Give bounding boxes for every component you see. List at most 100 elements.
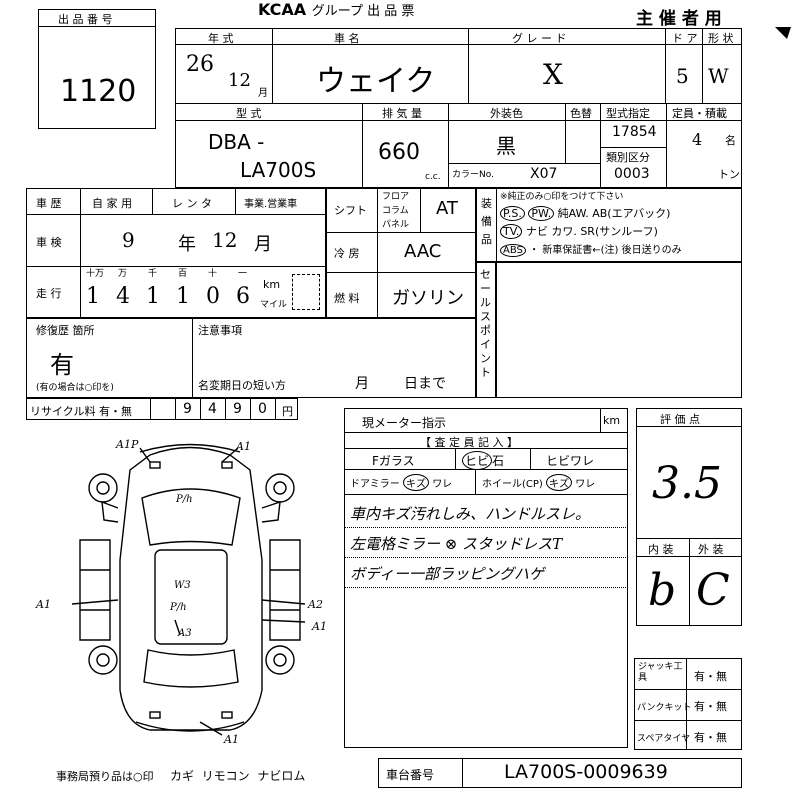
inspector-item-glass: Fガラス: [372, 454, 415, 468]
exterior-label: 外 装: [698, 543, 724, 556]
displacement-value: 660: [378, 140, 420, 165]
model-value: ウェイク: [316, 64, 436, 99]
damage-mark-ph-roof: P/h: [170, 602, 187, 613]
load-unit: トン: [718, 168, 740, 181]
tool-jack-value: 有・無: [694, 670, 727, 683]
inspection-year-unit: 年: [178, 234, 196, 255]
month-unit: 月: [258, 88, 268, 99]
fuel-label: 燃 料: [334, 292, 360, 305]
chassis-box: [378, 758, 742, 788]
damage-mark-a2-right: A2: [308, 598, 323, 611]
rating-score: 3.5: [652, 458, 722, 509]
history-block: [26, 188, 326, 318]
tool-jack-label: ジャッキ工具: [638, 662, 683, 683]
sales-point-label: セールスポイント: [480, 268, 491, 379]
equipment-block: [476, 188, 742, 262]
color-no: X07: [530, 166, 558, 182]
shift-option-panel: パネル: [382, 220, 410, 230]
shift-option-column: コラム: [382, 206, 409, 216]
shape-label: 形 状: [708, 32, 734, 45]
mileage-digits: 十万 万 千 百 十 一 1 4 1 1 0 6: [86, 269, 250, 309]
damage-mark-ph-hood: P/h: [176, 494, 193, 505]
model-label: 車 名: [334, 32, 360, 45]
tool-spare-value: 有・無: [694, 731, 727, 744]
mileage-unit-km: km: [263, 278, 281, 291]
spec-label: 型式指定: [606, 107, 650, 120]
tool-spare-label: スペアタイヤ: [637, 734, 691, 744]
type-label: 型 式: [236, 107, 262, 120]
equipment-label: 装備品: [481, 197, 492, 246]
color-label: 外装色: [490, 107, 523, 120]
inspector-wheel: ホイール(CP) キズ ワレ: [482, 474, 595, 491]
year-label: 年 式: [208, 32, 234, 45]
interior-label: 内 装: [648, 543, 674, 556]
damage-mark-w3: W3: [174, 580, 191, 591]
doors-label: ド ア: [672, 32, 698, 45]
inspection-month-unit: 月: [254, 234, 272, 255]
displacement-unit: c.c.: [425, 172, 441, 182]
inspector-comment-1: 車内キズ汚れしみ、ハンドルスレ。: [350, 505, 591, 523]
mileage-unit-mile: マイル: [260, 300, 288, 310]
year-value: 26: [186, 52, 214, 77]
tool-puncture-label: パンクキット: [637, 703, 692, 713]
repair-notes-block: [26, 318, 476, 398]
chassis-label: 車台番号: [386, 768, 435, 782]
inspector-mirror: ドアミラー キズ ワレ: [350, 474, 452, 491]
equipment-row-2: TV. ナビ カワ. SR(サンルーフ): [500, 223, 658, 239]
recycle-label: リサイクル料 有・無: [30, 405, 132, 418]
damage-mark-a3: A3: [178, 628, 192, 639]
damage-mark-a1-front: A1: [236, 440, 251, 453]
exhibit-number: 1120: [60, 74, 137, 109]
shift-option-floor: フロア: [382, 192, 410, 202]
meter-unit: km: [603, 414, 621, 427]
inspector-block: [344, 408, 628, 748]
tool-puncture-value: 有・無: [694, 700, 727, 713]
recycle-digit-2: 4: [208, 401, 217, 417]
shift-value: AT: [436, 198, 458, 219]
color-change-label: 色替: [570, 107, 592, 120]
drive-block: [326, 188, 476, 318]
office-items: カギ リモコン ナビロム: [170, 769, 306, 783]
inspector-comment-3: ボディー一部ラッピングハゲ: [350, 565, 544, 583]
recycle-digit-1: 9: [183, 401, 192, 417]
brand-logo: KCAA グループ 出 品 票: [258, 0, 415, 19]
month-value: 12: [228, 70, 251, 91]
inspection-month: 12: [212, 228, 238, 252]
vehicle-info-block: [175, 28, 742, 188]
equipment-row-1: P.S. PW. 純AW. AB(エアバック): [500, 205, 670, 221]
repair-note: (有の場合は○印を): [36, 383, 114, 393]
class-label: 類別区分: [606, 151, 650, 164]
ac-label: 冷 房: [334, 247, 360, 260]
recycle-digit-3: 9: [233, 401, 242, 417]
organizer-label: 主 催 者 用: [636, 9, 722, 29]
history-label: 車 歴: [36, 197, 62, 210]
damage-mark-a1-left: A1: [36, 598, 51, 611]
grade-label: グ レ ー ド: [512, 32, 567, 45]
doors-value: 5: [676, 64, 689, 88]
history-option-private: 自 家 用: [92, 197, 132, 210]
fuel-value: ガソリン: [392, 288, 464, 309]
color-value: 黒: [496, 134, 516, 158]
ac-value: AAC: [404, 241, 442, 262]
recycle-row: [26, 398, 298, 420]
corner-mark-icon: [775, 27, 791, 39]
damage-mark-a1-right: A1: [312, 620, 327, 633]
interior-grade: b: [648, 565, 677, 616]
inspector-item-crack: ヒビワレ: [546, 454, 595, 468]
class-no: 0003: [614, 166, 650, 182]
equipment-row-3: ABS ・ 新車保証書←(注) 後日送りのみ: [500, 241, 682, 257]
grade-value: X: [543, 58, 563, 91]
chassis-number: LA700S-0009639: [504, 761, 668, 783]
exterior-grade: C: [696, 565, 730, 616]
sales-point-column: [476, 262, 496, 398]
history-option-business: 事業.営業車: [244, 199, 298, 210]
mileage-dotted-box: [292, 274, 320, 310]
inspector-comment-2: 左電格ミラー ⊗ スタッドレスT: [350, 535, 563, 553]
recycle-digit-4: 0: [258, 401, 267, 417]
shape-value: W: [708, 64, 729, 88]
inspector-header: 【 査 定 員 記 入 】: [420, 436, 518, 449]
meter-label: 現メーター指示: [362, 416, 447, 430]
damage-mark-a1-rear: A1: [224, 733, 239, 746]
capacity-label: 定員・積載: [672, 107, 727, 120]
